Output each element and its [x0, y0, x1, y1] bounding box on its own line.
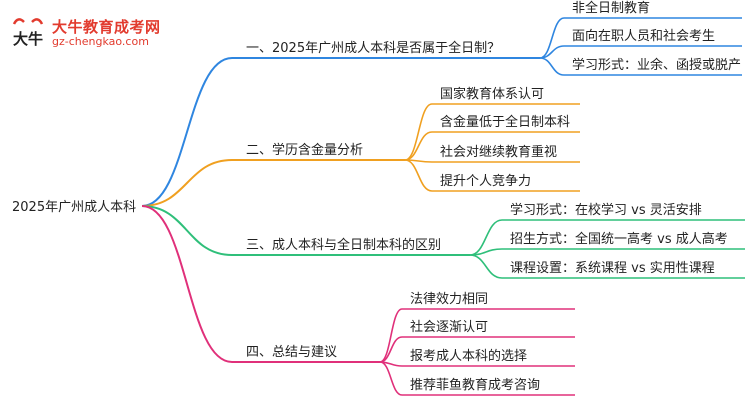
child-label: 学习形式：业余、函授或脱产: [572, 57, 741, 73]
branch-3: 三、成人本科与全日制本科的区别 学习形式：在校学习 vs 灵活安排招生方式：全国统…: [141, 202, 745, 279]
child-label: 推荐菲鱼教育成考咨询: [410, 377, 540, 393]
branch-label: 三、成人本科与全日制本科的区别: [246, 237, 441, 253]
branch-1: 一、2025年广州成人本科是否属于全日制？ 非全日制教育面向在职人员和社会考生学习…: [141, 0, 742, 207]
branch-connector: [141, 205, 233, 256]
branch-connector: [141, 159, 233, 207]
logo-url[interactable]: gz-chengkao.com: [52, 35, 149, 49]
branch-connector: [141, 57, 233, 207]
logo-title: 大牛教育成考网: [52, 18, 161, 37]
child-label: 国家教育体系认可: [440, 86, 544, 102]
child-label: 报考成人本科的选择: [410, 348, 527, 364]
branch-label: 二、学历含金量分析: [246, 142, 363, 158]
logo-mark-text: 大牛: [13, 30, 43, 48]
branch-2: 二、学历含金量分析 国家教育体系认可含金量低于全日制本科社会对继续教育重视提升个人…: [141, 86, 580, 207]
child-connector: [539, 17, 565, 59]
child-connector: [469, 254, 503, 279]
child-connector: [469, 219, 503, 256]
child-connector: [379, 308, 403, 363]
child-connector: [404, 103, 433, 161]
child-connector: [469, 248, 503, 256]
child-label: 学习形式：在校学习 vs 灵活安排: [510, 202, 702, 218]
child-connector: [404, 131, 433, 161]
child-label: 非全日制教育: [572, 0, 650, 16]
child-label: 法律效力相同: [410, 292, 488, 307]
child-label: 社会逐渐认可: [410, 319, 488, 335]
child-connector: [379, 336, 403, 363]
child-label: 提升个人竞争力: [440, 173, 531, 189]
branch-label: 一、2025年广州成人本科是否属于全日制？: [246, 40, 500, 56]
child-label: 招生方式：全国统一高考 vs 成人高考: [510, 231, 728, 247]
child-connector: [379, 361, 403, 396]
child-label: 课程设置：系统课程 vs 实用性课程: [510, 261, 715, 276]
branch-label: 四、总结与建议: [246, 345, 337, 360]
child-connector: [404, 159, 433, 192]
child-label: 含金量低于全日制本科: [440, 114, 570, 130]
bull-logo-icon: 大牛: [8, 14, 48, 54]
site-logo[interactable]: 大牛 大牛教育成考网 gz-chengkao.com: [8, 14, 161, 54]
root-node-label: 2025年广州成人本科: [12, 200, 136, 215]
child-label: 社会对继续教育重视: [440, 144, 557, 160]
child-label: 面向在职人员和社会考生: [572, 28, 715, 44]
branch-connector: [141, 205, 233, 363]
child-connector: [539, 57, 565, 76]
